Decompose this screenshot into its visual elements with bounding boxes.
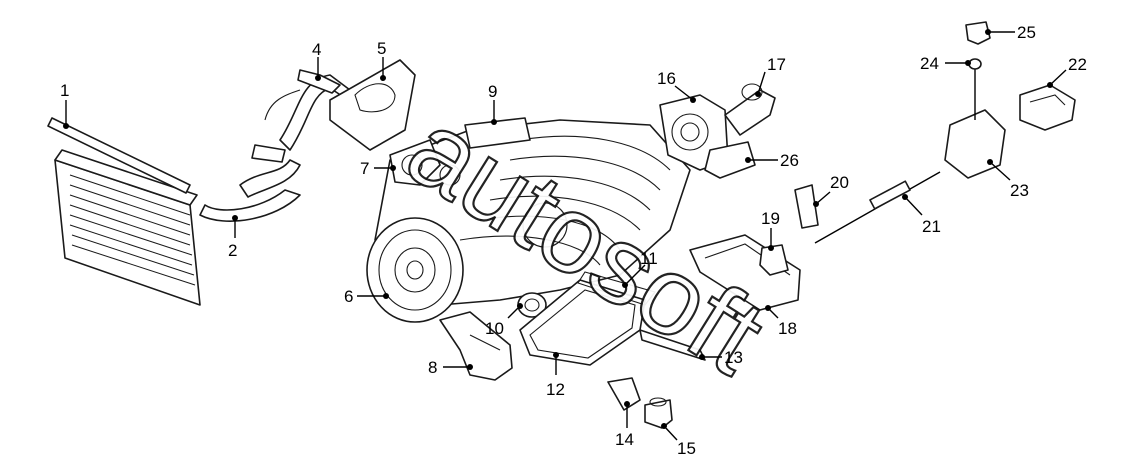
solenoid-valve — [389, 139, 441, 186]
callout-label: 10 — [485, 319, 504, 338]
callout-label: 5 — [377, 39, 386, 58]
oil-pan-gasket — [577, 271, 656, 306]
torque-converter — [366, 217, 464, 323]
selector-cable — [814, 171, 941, 244]
shift-knob — [965, 21, 991, 45]
callout-label: 14 — [615, 430, 634, 449]
callout-label: 25 — [1017, 23, 1036, 42]
gearbox-mount — [759, 244, 789, 276]
callout-label: 20 — [830, 173, 849, 192]
callout-label: 13 — [724, 348, 743, 367]
callout-label: 22 — [1068, 55, 1087, 74]
callout-label: 24 — [920, 54, 939, 73]
callout-label: 19 — [761, 209, 780, 228]
heat-shield-bracket — [329, 59, 416, 151]
rubber-mount — [644, 397, 673, 429]
callout-label: 18 — [778, 319, 797, 338]
callout-label: 4 — [312, 40, 321, 59]
output-flange — [724, 83, 776, 136]
transfer-bracket — [704, 141, 756, 179]
small-bracket — [607, 377, 641, 411]
transmission-mount — [439, 311, 513, 381]
callout-label: 6 — [344, 287, 353, 306]
control-module — [1019, 84, 1076, 131]
gear-shifter-assembly — [944, 58, 1006, 179]
cooler-hoses — [199, 69, 351, 222]
callout-label: 23 — [1010, 181, 1029, 200]
cooler-radiator — [54, 149, 201, 306]
callout-label: 17 — [767, 55, 786, 74]
callout-label: 11 — [640, 249, 658, 268]
callout-label: 2 — [228, 241, 237, 260]
callout-label: 9 — [488, 82, 497, 101]
cooler-bar — [47, 117, 191, 194]
callout-label: 15 — [677, 439, 696, 458]
callouts: 1 2 4 5 9 7 6 8 10 12 11 13 14 — [60, 23, 1087, 458]
callout-label: 16 — [657, 69, 676, 88]
cover-plate — [464, 117, 531, 149]
callout-label: 26 — [780, 151, 799, 170]
callout-label: 8 — [428, 358, 437, 377]
callout-label: 21 — [922, 217, 941, 236]
cable-bracket — [794, 184, 819, 229]
callout-label: 1 — [60, 81, 69, 100]
callout-label: 12 — [546, 380, 565, 399]
callout-label: 7 — [360, 159, 369, 178]
heat-shield-rail — [639, 329, 706, 361]
